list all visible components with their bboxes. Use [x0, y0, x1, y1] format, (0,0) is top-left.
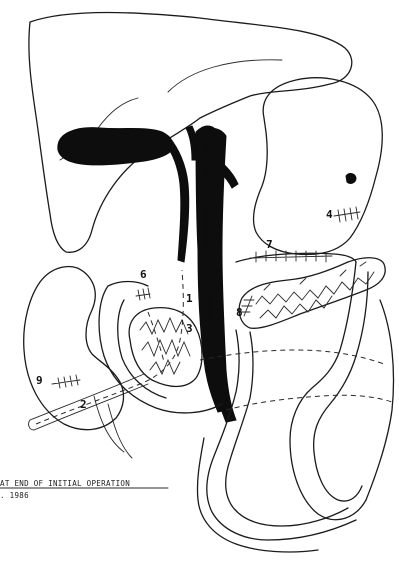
pancreas-head [129, 308, 202, 387]
label-8: 8 [236, 306, 243, 319]
label-7: 7 [266, 238, 273, 251]
pancreas-body [239, 258, 385, 329]
label-3: 3 [186, 322, 193, 335]
stomach-mark [346, 174, 356, 184]
bile-duct [164, 138, 189, 262]
drain-tube-outer [30, 374, 144, 420]
drain-tube-end [29, 420, 34, 430]
pancreas-head-texture [140, 318, 190, 374]
stomach-outline [254, 78, 383, 255]
roux-limb-outer [290, 262, 366, 520]
drain-tube-inner [34, 384, 148, 430]
stent-tube [36, 270, 183, 424]
bowel-loop-right [366, 300, 394, 500]
jejunum-inner [226, 332, 348, 526]
liver-inner-fold [98, 98, 138, 128]
dashed-head-line [148, 312, 164, 362]
mesentery-line [94, 396, 132, 458]
caption-line-1: AT END OF INITIAL OPERATION [0, 479, 130, 488]
suture-9 [52, 375, 80, 388]
label-2: 2 [80, 398, 87, 411]
dashed-mesenteric-line [200, 350, 384, 364]
suture-4 [334, 207, 360, 222]
label-4: 4 [326, 208, 333, 221]
label-1: 1 [186, 292, 193, 305]
pancreas-texture [256, 262, 374, 318]
caption-line-2: . 1986 [0, 491, 29, 500]
dashed-lower-line [226, 395, 392, 410]
liver-lobe-line [168, 60, 282, 92]
bowel-lower [197, 438, 318, 552]
gallbladder [58, 128, 173, 165]
label-9: 9 [36, 374, 43, 387]
jejunum-outer [207, 330, 356, 540]
suture-6 [136, 288, 150, 300]
label-6: 6 [140, 268, 147, 281]
